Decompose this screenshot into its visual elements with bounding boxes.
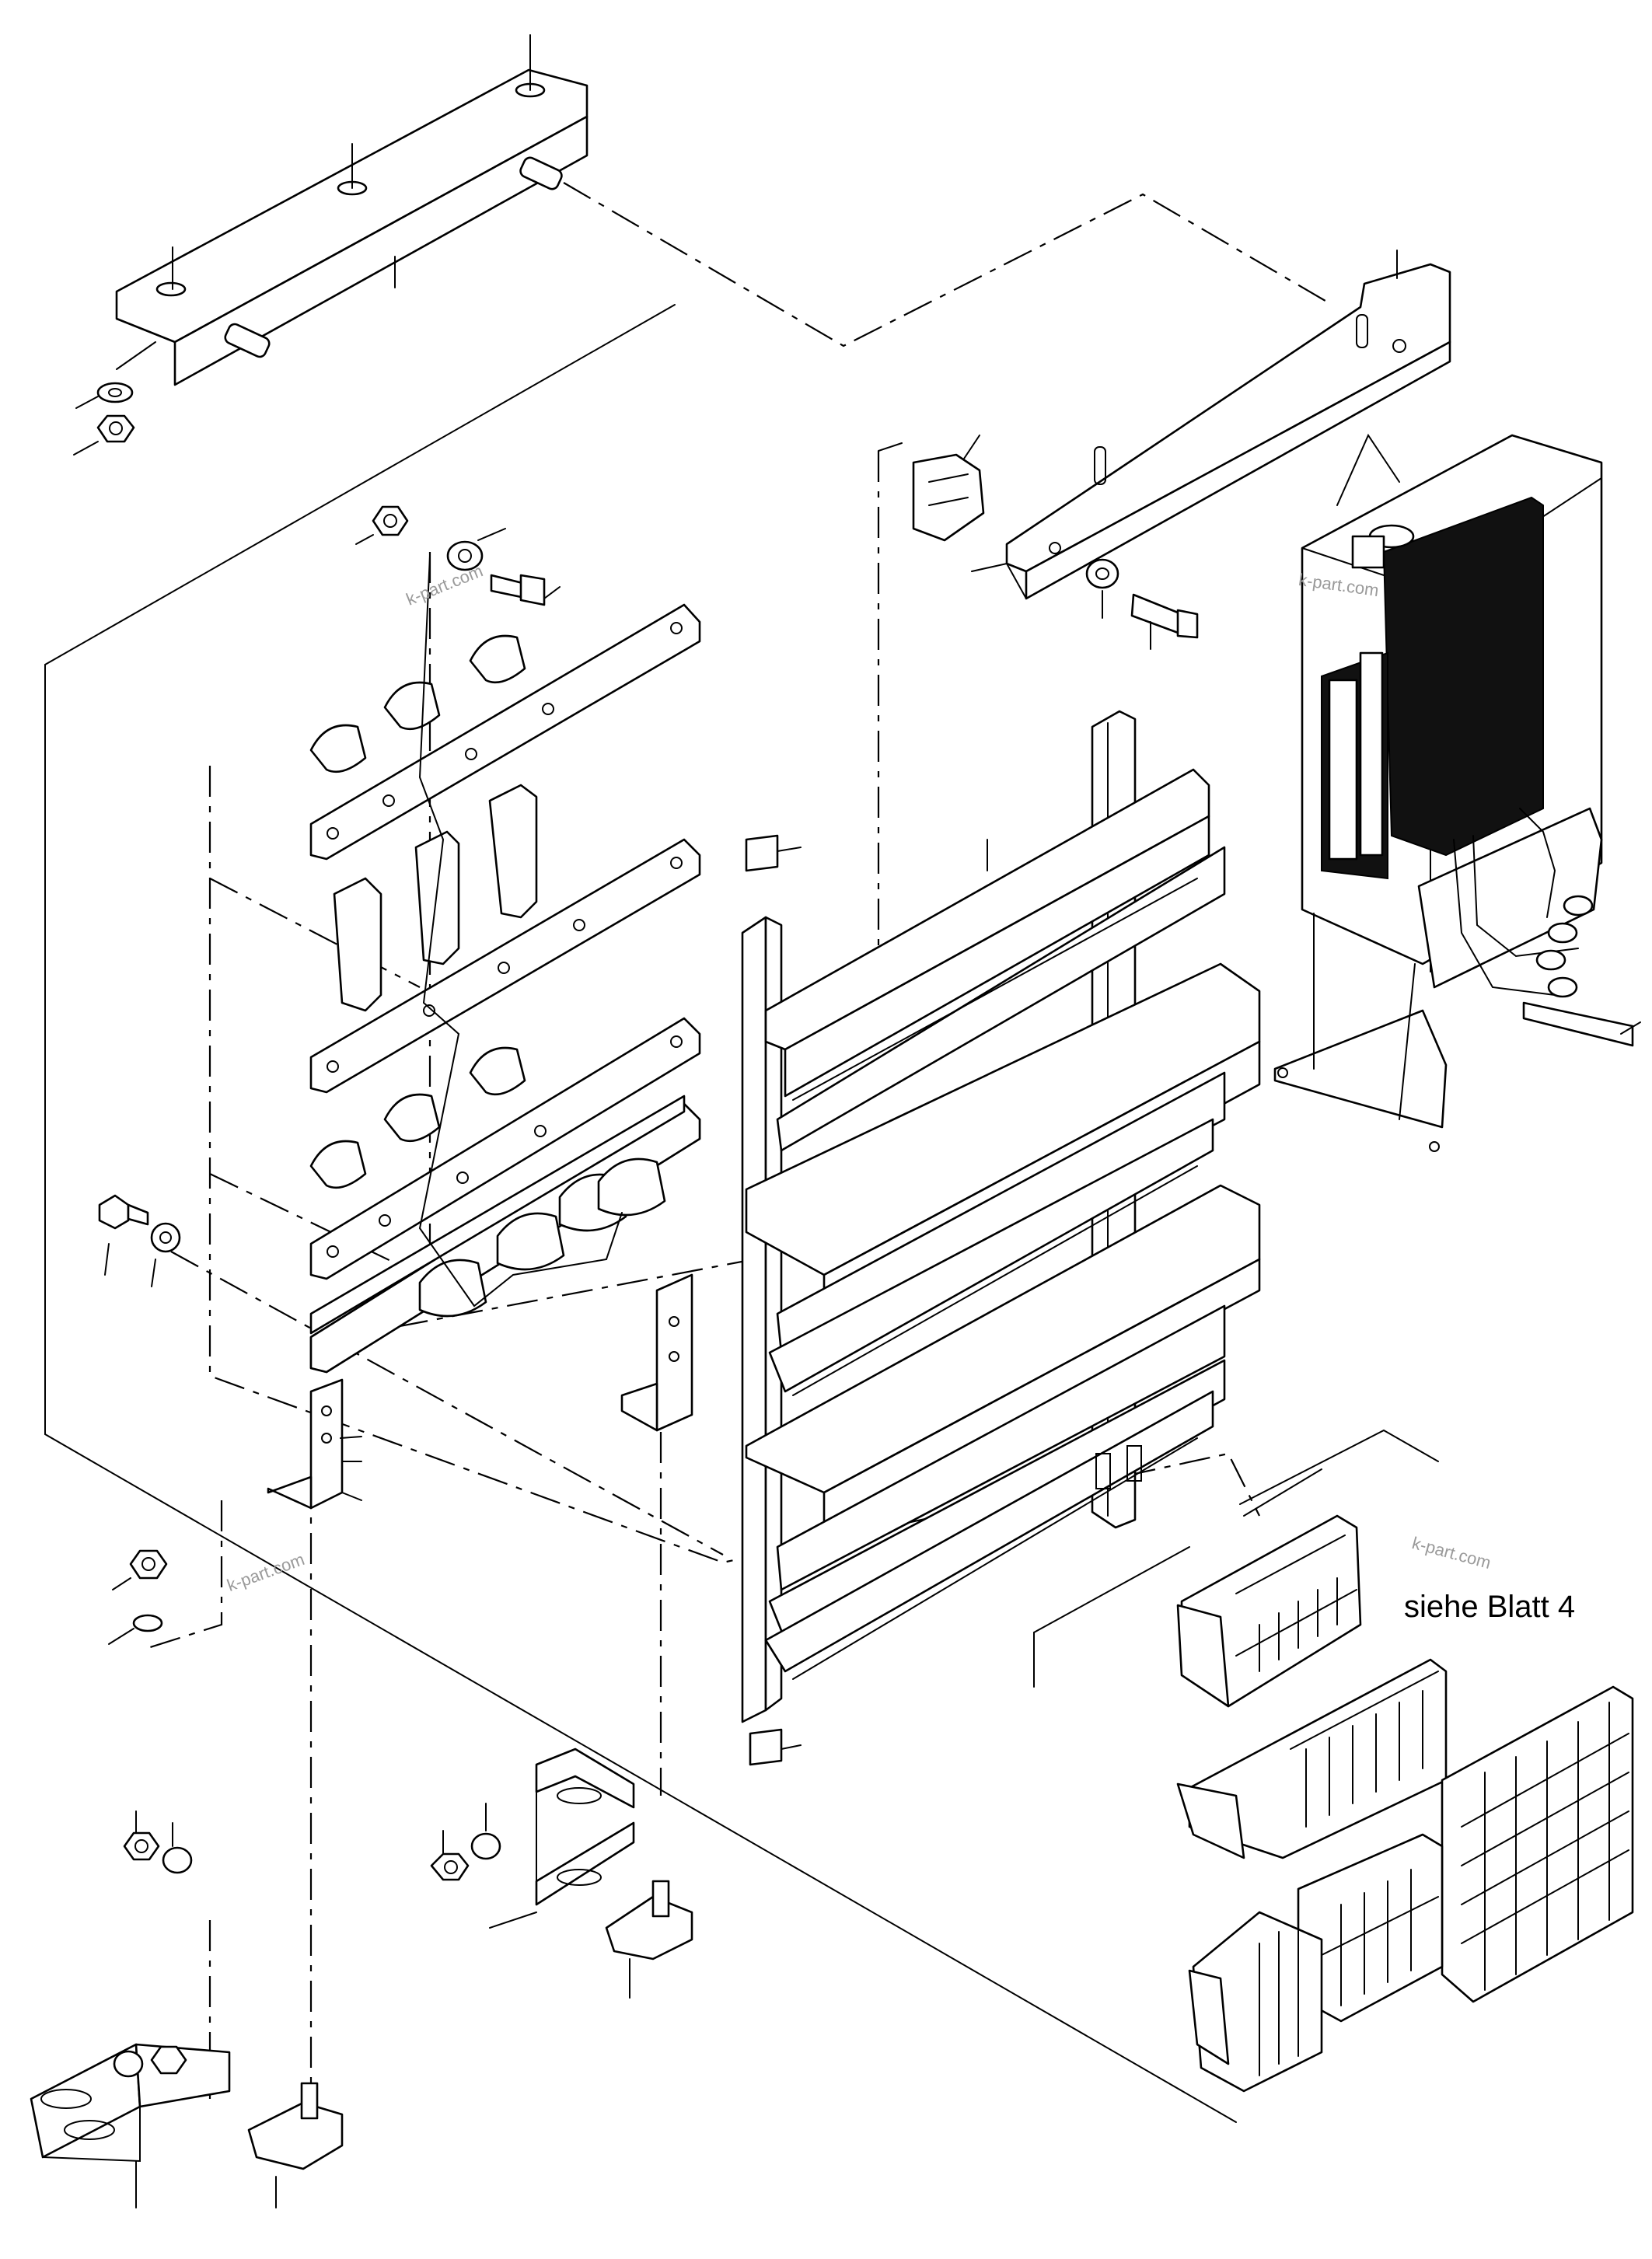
right-rail-bracket (878, 250, 1451, 600)
bolt-washer-right (1085, 558, 1199, 650)
angle-bracket-center (430, 1747, 693, 1999)
clamp-strip-2 (309, 784, 701, 1094)
terminal-blocks (1176, 1514, 1634, 2093)
terminal-block-stack (1441, 1685, 1634, 2003)
terminal-lugs-1 (1235, 1535, 1357, 1672)
stud-bolt (224, 156, 563, 358)
terminal-grid (1461, 1702, 1629, 1991)
rail-clip (912, 435, 985, 542)
terminal-block-row-1 (1176, 1514, 1362, 1708)
cable-duct-frame (741, 710, 1261, 1766)
terminal-block-row-3 (1297, 1833, 1444, 2023)
relay-enclosure (1273, 433, 1641, 1152)
duct-panels (745, 768, 1261, 1680)
reference-note: siehe Blatt 4 (1404, 1590, 1576, 1624)
large-clamps (418, 1157, 666, 1318)
terminal-lugs-2 (1290, 1671, 1439, 1828)
cable-clamp-strips (309, 555, 701, 1432)
frame-outline (44, 304, 1439, 2123)
angle-bracket-bottom (30, 1810, 344, 2208)
nuts-washers-bolts (98, 505, 561, 1645)
clamp-strip-3 (309, 1017, 701, 1280)
cable-glands (1453, 808, 1594, 998)
terminal-lugs-3 (1313, 1869, 1439, 2006)
angle-bracket-left (267, 1378, 362, 1510)
terminal-block-row-4 (1188, 1911, 1323, 2093)
clamp-strip-1 (309, 603, 701, 861)
top-rail-bracket (73, 34, 589, 456)
